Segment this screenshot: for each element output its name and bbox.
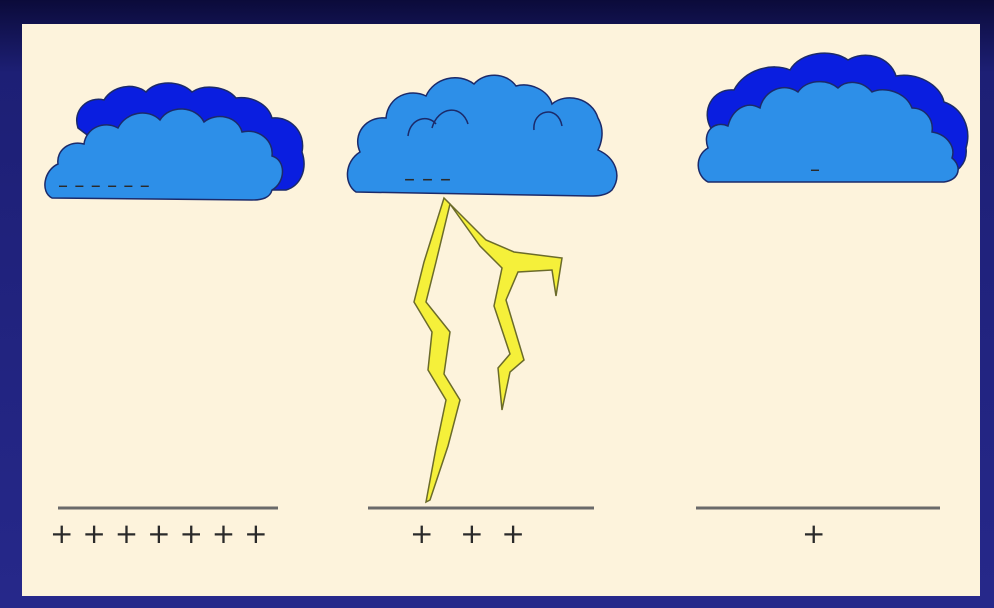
- stage-2: – – – + + +: [347, 75, 616, 550]
- ground-2-charges: + + +: [410, 517, 525, 550]
- cloud-2-charges: – – –: [404, 167, 451, 192]
- ground-1-charges: + + + + + + +: [50, 517, 268, 550]
- cloud-2: – – –: [347, 75, 616, 196]
- cloud-1-charges: – – – – – –: [58, 173, 150, 197]
- lightning-bolt-branch: [450, 204, 562, 410]
- stage-3: – +: [696, 53, 968, 550]
- cloud-3-charges: –: [810, 157, 820, 181]
- lightning-bolt-main: [414, 198, 460, 502]
- cloud-3: –: [698, 53, 968, 182]
- cloud-1: – – – – – –: [45, 83, 304, 200]
- cloud-2-light-layer: [347, 75, 616, 196]
- stage-1: – – – – – – + + + + + + +: [45, 83, 304, 550]
- ground-3-charges: +: [802, 517, 825, 550]
